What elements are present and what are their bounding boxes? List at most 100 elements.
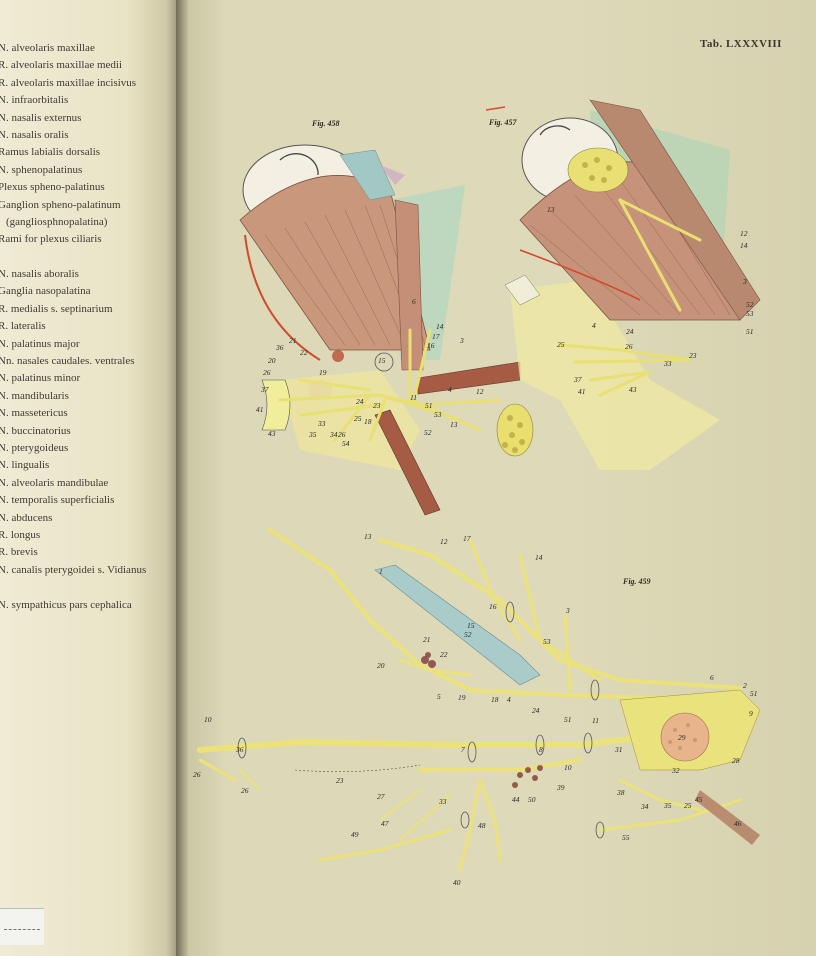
reference-number: 52 xyxy=(424,428,432,437)
reference-number: 53 xyxy=(543,637,551,646)
reference-number: 23 xyxy=(689,351,697,360)
legend-item: Ramus labialis dorsalis xyxy=(0,146,101,159)
reference-number: 3 xyxy=(459,336,464,345)
reference-number: 25 xyxy=(354,414,362,423)
reference-number: 26 xyxy=(193,770,201,779)
reference-number: 43 xyxy=(629,385,637,394)
reference-number: 26 xyxy=(625,342,633,351)
reference-number: 20 xyxy=(377,661,385,670)
legend-item: N. palatinus minor xyxy=(0,372,81,385)
legend-item: R. lateralis xyxy=(0,320,46,333)
legend-item: N. lingualis xyxy=(0,459,50,472)
reference-number: 37 xyxy=(573,375,582,384)
vessel xyxy=(339,149,396,201)
reference-number: 20 xyxy=(268,356,276,365)
figure-457-drawing xyxy=(504,99,761,470)
legend-item: N. canalis pterygoidei s. Vidianus xyxy=(0,563,147,576)
reference-number: 3 xyxy=(565,606,570,615)
reference-number: 17 xyxy=(432,332,440,341)
legend-item: R. brevis xyxy=(0,546,38,559)
legend-item: N. temporalis superficialis xyxy=(0,494,115,507)
reference-number: 25 xyxy=(557,340,565,349)
reference-number: 14 xyxy=(535,553,543,562)
reference-number: 7 xyxy=(461,745,465,754)
reference-number: 12 xyxy=(440,537,448,546)
reference-number: 33 xyxy=(317,419,326,428)
reference-number: 19 xyxy=(319,368,327,377)
reference-number: 48 xyxy=(478,821,486,830)
reference-number: 54 xyxy=(342,439,350,448)
reference-number: 8 xyxy=(539,745,543,754)
reference-number: 55 xyxy=(622,833,630,842)
vessel xyxy=(374,564,541,686)
reference-number: 2 xyxy=(743,681,747,690)
reference-number: 51 xyxy=(746,327,754,336)
reference-number: 51 xyxy=(425,401,433,410)
reference-number: 25 xyxy=(684,801,692,810)
reference-number: 5 xyxy=(437,692,441,701)
figure-label-457: Fig. 457 xyxy=(489,118,517,127)
reference-number: 41 xyxy=(578,387,586,396)
left-page: N. alveolaris maxillae R. alveolaris max… xyxy=(0,0,181,956)
reference-number: 27 xyxy=(377,792,385,801)
reference-number: 26 xyxy=(338,430,346,439)
ganglion xyxy=(660,712,710,762)
reference-number: 23 xyxy=(336,776,344,785)
legend-item: Nn. nasales caudales. ventrales xyxy=(0,355,135,368)
legend-item: N. mandibularis xyxy=(0,389,69,402)
legend-item: R. medialis s. septinarium xyxy=(0,302,113,315)
reference-number: 3 xyxy=(742,277,747,286)
reference-number: 53 xyxy=(746,309,754,318)
reference-number: 9 xyxy=(749,709,753,718)
reference-number: 22 xyxy=(300,348,308,357)
reference-number: 22 xyxy=(440,650,448,659)
reference-number: 1 xyxy=(379,567,383,576)
legend-item: N. massetericus xyxy=(0,407,68,420)
glandula xyxy=(567,147,629,193)
reference-number: 35 xyxy=(308,430,317,439)
reference-number: 12 xyxy=(476,387,484,396)
reference-number: 44 xyxy=(512,795,520,804)
legend-item: R. alveolaris maxillae incisivus xyxy=(0,76,137,89)
legend-item: N. nasalis externus xyxy=(0,111,82,124)
reference-number: 35 xyxy=(663,801,672,810)
reference-number: 52 xyxy=(746,300,754,309)
reference-number: 4 xyxy=(507,695,511,704)
reference-number: 34 xyxy=(329,430,338,439)
reference-number: 40 xyxy=(453,878,461,887)
legend-item: N. nasalis oralis xyxy=(0,128,69,141)
reference-number: 10 xyxy=(204,715,212,724)
reference-number: 51 xyxy=(750,689,758,698)
reference-number: 41 xyxy=(256,405,264,414)
legend-item: Ganglion spheno-palatinum xyxy=(0,198,121,211)
reference-number: 53 xyxy=(434,410,442,419)
reference-number: 28 xyxy=(732,756,740,765)
reference-number: 29 xyxy=(678,733,686,742)
legend-item: N. infraorbitalis xyxy=(0,94,69,107)
plate-label: Tab. LXXXVIII xyxy=(700,38,782,50)
reference-number: 12 xyxy=(740,229,748,238)
reference-number: 26 xyxy=(263,368,271,377)
reference-number: 15 xyxy=(378,356,386,365)
figure-label-458: Fig. 458 xyxy=(312,119,340,128)
reference-number: 13 xyxy=(547,205,555,214)
reference-number: 16 xyxy=(427,341,435,350)
reference-number: 43 xyxy=(268,429,276,438)
reference-number: 24 xyxy=(532,706,540,715)
reference-number: 14 xyxy=(436,322,444,331)
legend-item: N. buccinatorius xyxy=(0,424,71,437)
reference-number: 13 xyxy=(364,532,372,541)
legend-item: N. alveolaris maxillae xyxy=(0,42,95,54)
reference-number: 24 xyxy=(626,327,634,336)
legend-item: R. longus xyxy=(0,528,41,541)
reference-number: 38 xyxy=(616,788,625,797)
reference-number: 36 xyxy=(275,343,284,352)
legend-item: N. sympathicus pars cephalica xyxy=(0,598,132,611)
legend-item: N. palatinus major xyxy=(0,337,80,350)
reference-number: 37 xyxy=(260,385,269,394)
reference-number: 47 xyxy=(381,819,389,828)
legend-item: Ganglia nasopalatina xyxy=(0,285,91,298)
legend-item: N. pterygoideus xyxy=(0,441,69,454)
reference-number: 33 xyxy=(438,797,447,806)
